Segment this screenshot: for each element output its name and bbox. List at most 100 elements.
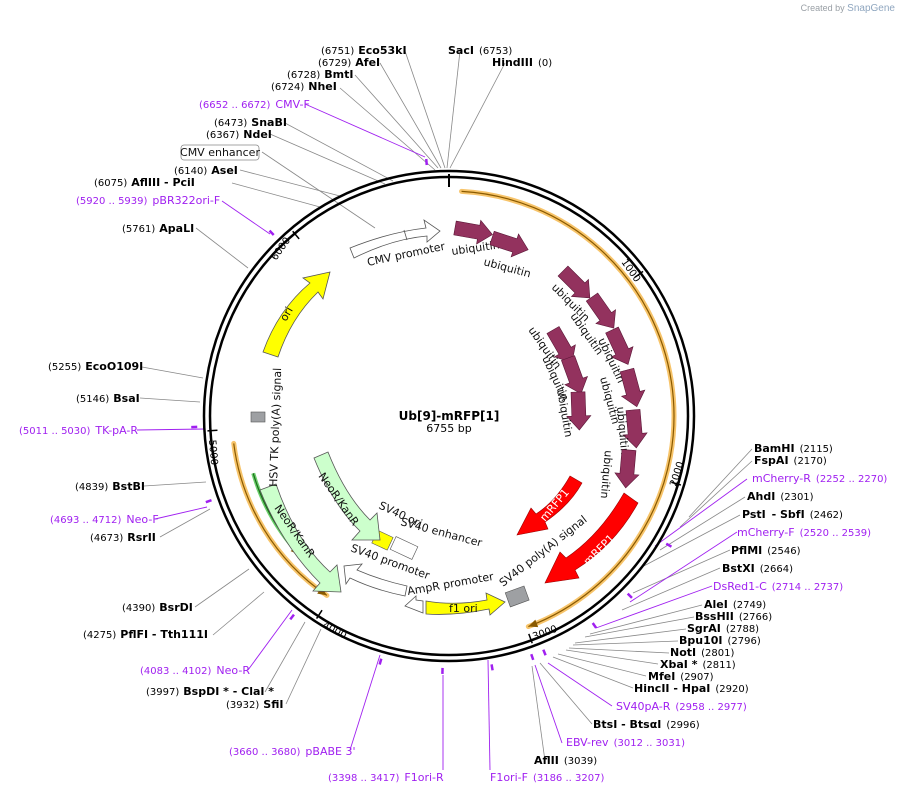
- ubiquitin-arrow[interactable]: [555, 263, 599, 307]
- credit-prefix: Created by: [800, 3, 845, 13]
- neor-arc-orange: [233, 443, 328, 596]
- primer-mark: [268, 229, 275, 236]
- f1-ori-arrow[interactable]: [425, 592, 506, 616]
- snapgene-credit: Created by SnapGene: [801, 3, 895, 14]
- enzyme-label[interactable]: SacI(6753): [448, 44, 512, 57]
- primer-label[interactable]: (3660 .. 3680)pBABE 3': [229, 745, 356, 758]
- primer-label[interactable]: (5011 .. 5030)TK-pA-R: [19, 424, 138, 437]
- primer-mark: [490, 664, 494, 671]
- primer-mark: [591, 622, 598, 629]
- neor-arrow-inner[interactable]: [313, 451, 381, 541]
- enzyme-label[interactable]: (6729)AfeI: [318, 56, 380, 69]
- enzyme-label[interactable]: (6075)AflIII - PciI: [94, 176, 195, 189]
- enzyme-label[interactable]: (4275)PflFI - Tth111I: [83, 628, 208, 641]
- ubiquitin-arrow[interactable]: [453, 216, 495, 246]
- sv40-polya-block[interactable]: [504, 585, 530, 608]
- primer-label[interactable]: DsRed1-C(2714 .. 2737): [713, 580, 843, 593]
- ubiquitin-arrow[interactable]: [615, 367, 648, 410]
- ubiquitin-label: ubiquitin: [482, 255, 532, 280]
- enzyme-label[interactable]: NotI(2801): [670, 646, 734, 659]
- enzyme-label[interactable]: PflMI(2546): [731, 544, 801, 557]
- enzyme-label[interactable]: HindIII(0): [492, 56, 552, 69]
- primer-label[interactable]: (5920 .. 5939)pBR322ori-F: [76, 194, 220, 207]
- enzyme-label[interactable]: BstXI(2664): [722, 562, 793, 575]
- sv40-promoter-arrow[interactable]: [343, 563, 408, 597]
- enzyme-label[interactable]: MfeI(2907): [648, 670, 714, 683]
- primer-mark: [542, 649, 547, 656]
- enzyme-label[interactable]: (6728)BmtI: [287, 68, 353, 81]
- enzyme-label[interactable]: FspAI(2170): [754, 454, 827, 467]
- enzyme-label[interactable]: (6473)SnaBI: [214, 116, 287, 129]
- primer-label[interactable]: F1ori-F(3186 .. 3207): [490, 771, 604, 784]
- enzyme-label[interactable]: HincII - HpaI(2920): [634, 682, 749, 695]
- enzyme-label[interactable]: (6140)AseI: [174, 164, 238, 177]
- ubiquitin-arrow-shape: [489, 230, 529, 258]
- enzyme-label[interactable]: (4839)BstBI: [75, 480, 145, 493]
- ubiquitin-arrow[interactable]: [601, 325, 639, 370]
- enzyme-label[interactable]: PstI - SbfI(2462): [742, 508, 843, 521]
- arc-arrowhead: [528, 619, 539, 628]
- tick-mark: [671, 481, 682, 486]
- ubiquitin-mrfp-arc: [461, 190, 675, 628]
- ori-label: ori: [277, 305, 295, 324]
- enzyme-label[interactable]: BtsI - BtsαI(2996): [593, 718, 700, 731]
- tick-mark: [634, 270, 644, 278]
- cmv-enhancer-box[interactable]: [180, 144, 260, 161]
- enzyme-label[interactable]: BamHI(2115): [754, 442, 833, 455]
- enzyme-label[interactable]: AflII(3039): [534, 754, 597, 767]
- enzyme-label[interactable]: AleI(2749): [704, 598, 766, 611]
- ubiquitin-arrow[interactable]: [557, 354, 593, 398]
- primer-label[interactable]: SV40pA-R(2958 .. 2977): [616, 700, 747, 713]
- primer-label[interactable]: mCherry-R(2252 .. 2270): [752, 472, 887, 485]
- ubiquitin-arrow[interactable]: [614, 449, 641, 489]
- ubiquitin-label: ubiquitin: [598, 450, 615, 499]
- primer-label[interactable]: mCherry-F(2520 .. 2539): [737, 526, 871, 539]
- enzyme-label[interactable]: SgrAI(2788): [687, 622, 759, 635]
- primer-label[interactable]: EBV-rev(3012 .. 3031): [566, 736, 685, 749]
- enzyme-label[interactable]: BssHII(2766): [695, 610, 772, 623]
- enzyme-label[interactable]: AhdI(2301): [747, 490, 814, 503]
- ubiquitin-arrow[interactable]: [566, 391, 592, 431]
- ampr-promoter-arrow[interactable]: [404, 595, 424, 614]
- neor-arrow-outer[interactable]: [259, 483, 342, 593]
- tick-mark: [207, 429, 218, 432]
- mrfp1-arrow-outer[interactable]: [544, 492, 639, 584]
- enzyme-label[interactable]: Bpu10I(2796): [679, 634, 761, 647]
- cmv-enhancer-label: CMV enhancer: [180, 146, 260, 159]
- enzyme-label[interactable]: (4673)RsrII: [90, 531, 156, 544]
- ubiquitin-arrow[interactable]: [488, 227, 532, 262]
- tick-label-5000: 5000: [206, 439, 219, 465]
- enzyme-label[interactable]: (4390)BsrDI: [122, 601, 193, 614]
- enzyme-label[interactable]: (6751)Eco53kI: [321, 44, 407, 57]
- ubiquitin-arrow-shape: [566, 391, 592, 431]
- enzyme-label[interactable]: (5761)ApaLI: [122, 222, 194, 235]
- enzyme-label[interactable]: (5255)EcoO109I: [48, 360, 143, 373]
- enzyme-label[interactable]: (6367)NdeI: [206, 128, 272, 141]
- mrfp1-label-inner: mRFP1: [537, 486, 572, 524]
- hsv-tk-polya-block[interactable]: [250, 411, 266, 423]
- mrfp1-arrow-inner[interactable]: [516, 475, 583, 536]
- cmv-promoter-arrow[interactable]: [349, 219, 441, 259]
- sv40-enhancer-block[interactable]: [389, 536, 419, 560]
- enzyme-label[interactable]: (3932)SfiI: [226, 698, 283, 711]
- primer-mark: [665, 542, 673, 548]
- primer-labels: (6652 .. 6672)CMV-F (5920 .. 5939)pBR322…: [19, 98, 887, 784]
- enzyme-label[interactable]: (6724)NheI: [271, 80, 337, 93]
- enzyme-label[interactable]: XbaI *(2811): [660, 658, 736, 671]
- f1-ori-label: f1 ori: [449, 602, 478, 615]
- primer-label[interactable]: (4693 .. 4712)Neo-F: [50, 513, 159, 526]
- primer-label[interactable]: (6652 .. 6672)CMV-F: [199, 98, 310, 111]
- tick-label-6000: 6000: [269, 236, 293, 263]
- ubiquitin-arrow-shape: [557, 265, 591, 299]
- enzyme-label[interactable]: (5146)BsaI: [76, 392, 140, 405]
- primer-label[interactable]: (4083 .. 4102)Neo-R: [140, 664, 250, 677]
- plasmid-size: 6755 bp: [426, 422, 471, 435]
- enzyme-label[interactable]: (3997)BspDI * - ClaI *: [146, 685, 274, 698]
- ori-arrow[interactable]: [262, 271, 331, 358]
- ubiquitin-arrow[interactable]: [582, 290, 623, 335]
- tick-mark: [528, 633, 533, 644]
- ubiquitin-arrow[interactable]: [621, 409, 648, 449]
- primer-label[interactable]: (3398 .. 3417)F1ori-R: [328, 771, 444, 784]
- ubiquitin-arrows: ubiquitinubiquitinubiquitinubiquitinubiq…: [451, 216, 648, 499]
